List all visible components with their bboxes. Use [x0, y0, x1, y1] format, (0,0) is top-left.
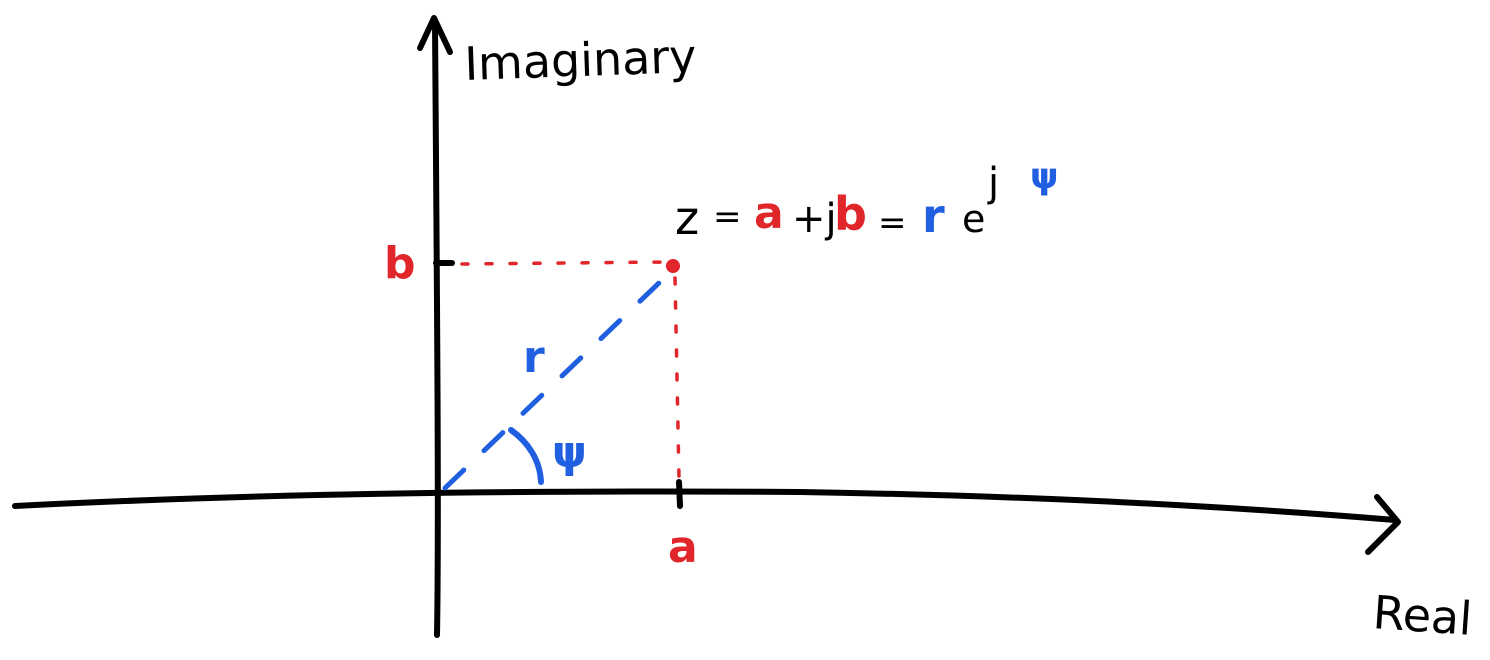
angle-arc [508, 427, 544, 485]
horizontal-projection-line [460, 260, 670, 266]
vertical-projection-line [673, 276, 681, 480]
point-z [666, 259, 680, 273]
equation-plus-j: +j [792, 196, 837, 242]
imaginary-axis-label: Imaginary [463, 29, 697, 91]
equation-a: a [754, 188, 784, 239]
a-tick [676, 479, 683, 509]
r-label: r [523, 332, 545, 383]
a-label: a [668, 522, 698, 573]
equation: z = a +j b = r e j ψ [675, 156, 1059, 245]
equation-r: r [922, 189, 945, 243]
real-axis-arrowhead [1365, 494, 1401, 555]
equation-equals-1: = [713, 197, 742, 237]
imaginary-axis-arrowhead [417, 15, 453, 55]
equation-e: e [962, 197, 985, 241]
equation-exponent-j: j [987, 160, 999, 206]
b-label: b [384, 238, 416, 289]
equation-b: b [834, 187, 867, 241]
real-axis-label: Real [1371, 585, 1474, 646]
imaginary-axis [432, 19, 441, 638]
equation-exponent-psi: ψ [1030, 156, 1059, 197]
psi-label: ψ [552, 427, 587, 478]
real-axis [12, 488, 1398, 523]
equation-z: z [675, 191, 699, 245]
equation-equals-2: = [878, 203, 907, 243]
